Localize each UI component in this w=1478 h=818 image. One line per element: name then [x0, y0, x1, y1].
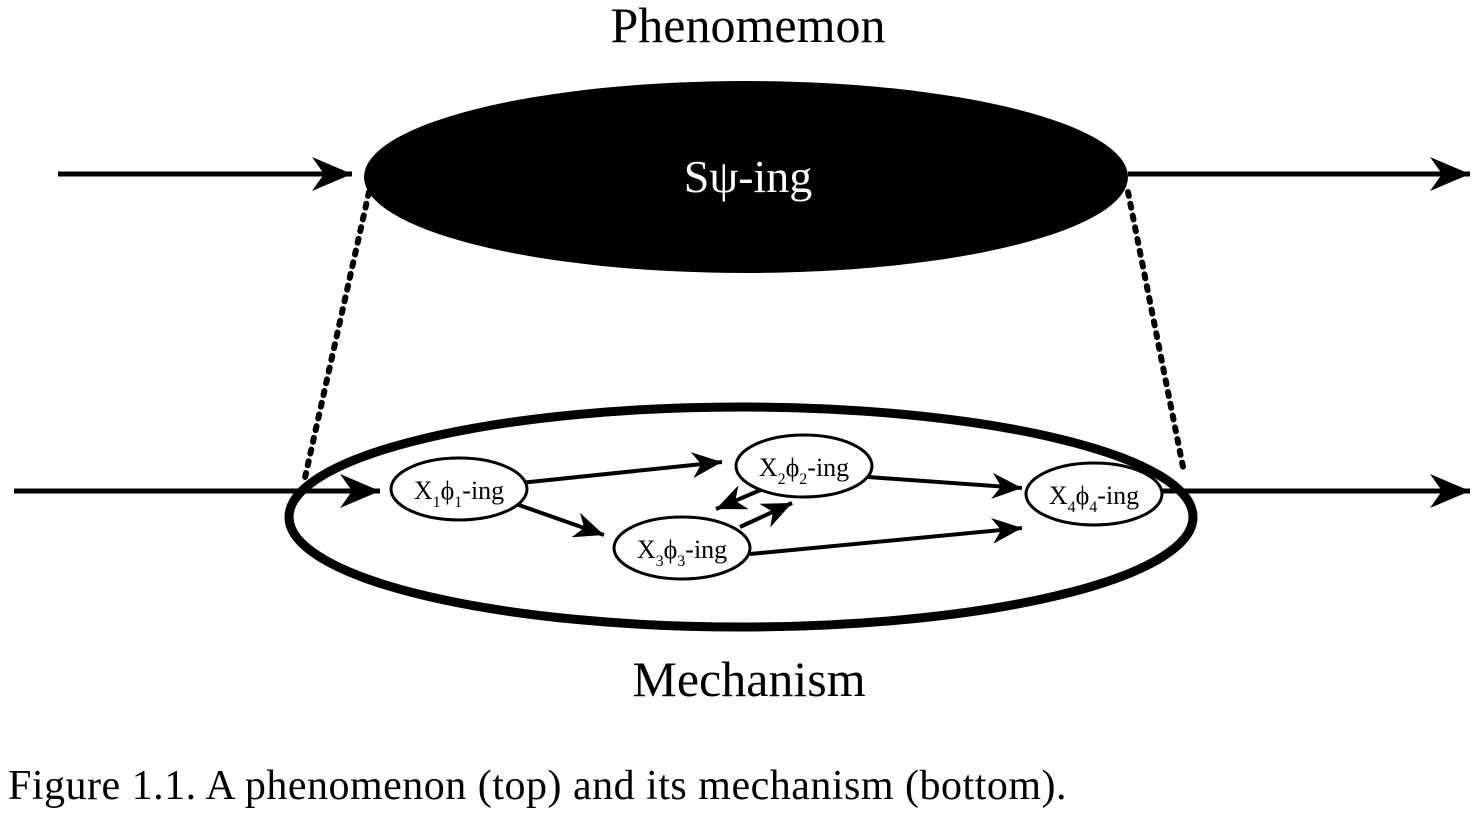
node-x2: X2ϕ2-ing — [734, 433, 874, 499]
mechanism-label: Mechanism — [632, 651, 865, 707]
arrow-x3-to-x4 — [749, 517, 1023, 556]
node-x1-mid: ϕ — [441, 476, 455, 505]
phenomenon-node-label: Sψ-ing — [684, 151, 812, 202]
node-x3-sub2: 3 — [677, 553, 685, 570]
node-x4-mid: ϕ — [1076, 481, 1090, 510]
node-x2-mid: ϕ — [786, 453, 800, 482]
node-x2-suffix: -ing — [807, 453, 849, 482]
svg-text:X1ϕ1-ing: X1ϕ1-ing — [414, 476, 504, 511]
node-x1-sub2: 1 — [454, 494, 462, 511]
phenomenon-ellipse — [364, 81, 1128, 273]
node-x1-suffix: -ing — [462, 476, 504, 505]
node-x4-sub1: 4 — [1068, 499, 1076, 516]
node-x4-sub2: 4 — [1089, 499, 1097, 516]
node-x2-sub1: 2 — [778, 471, 786, 488]
node-x4-main: X — [1049, 481, 1068, 510]
node-x4: X4ϕ4-ing — [1024, 461, 1164, 527]
left-dotted-connector — [301, 189, 372, 485]
node-x3-mid: ϕ — [664, 535, 678, 564]
mechanism-ellipse — [284, 402, 1198, 632]
node-x4-suffix: -ing — [1097, 481, 1139, 510]
phenomenon-label: Phenomemon — [611, 0, 886, 53]
node-x1-main: X — [414, 476, 433, 505]
figure-caption: Figure 1.1. A phenomenon (top) and its m… — [8, 763, 1068, 809]
node-x3-suffix: -ing — [685, 535, 727, 564]
right-dotted-connector — [1125, 189, 1187, 475]
arrow-x1-to-x3 — [515, 502, 605, 538]
svg-text:X4ϕ4-ing: X4ϕ4-ing — [1049, 481, 1139, 516]
node-x2-main: X — [759, 453, 778, 482]
node-x1: X1ϕ1-ing — [389, 456, 529, 522]
svg-text:X2ϕ2-ing: X2ϕ2-ing — [759, 453, 849, 488]
node-x3-main: X — [637, 535, 656, 564]
node-x2-sub2: 2 — [799, 471, 807, 488]
arrow-x3-to-x2 — [739, 501, 793, 529]
arrow-x2-to-x4 — [867, 472, 1023, 499]
node-x3-sub1: 3 — [656, 553, 664, 570]
node-x3: X3ϕ3-ing — [612, 515, 752, 581]
arrow-x1-to-x2 — [519, 452, 723, 485]
svg-text:X3ϕ3-ing: X3ϕ3-ing — [637, 535, 727, 570]
node-x1-sub1: 1 — [433, 494, 441, 511]
